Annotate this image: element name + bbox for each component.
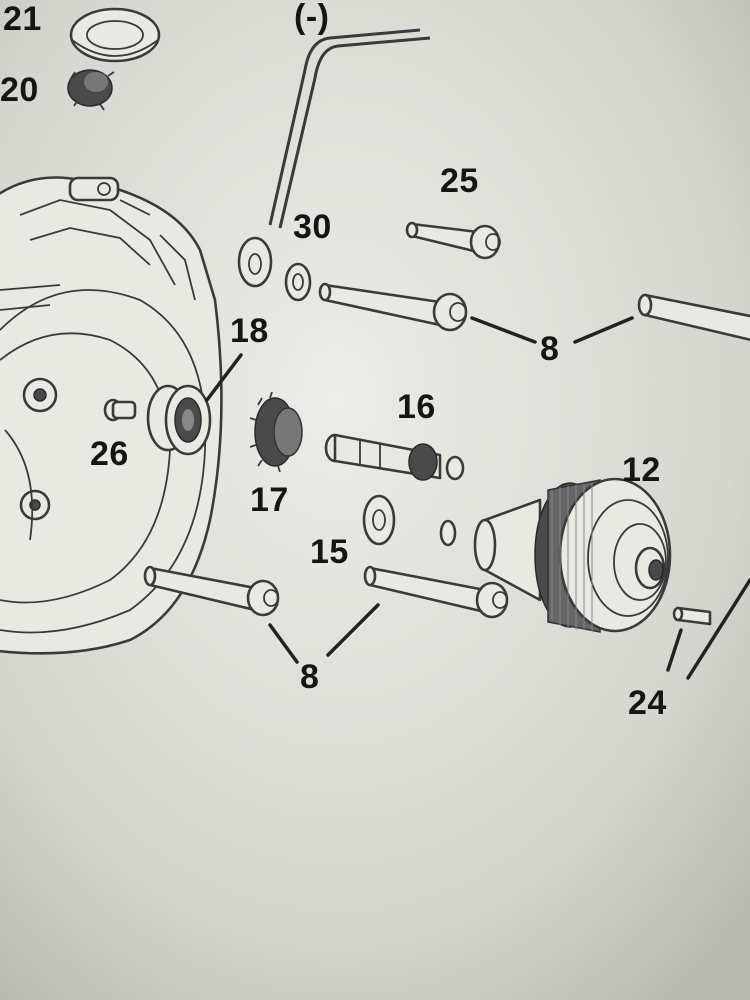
callout-15: 15: [310, 533, 349, 571]
callout-18: 18: [230, 312, 269, 350]
part-8-long-bolt-upper: [318, 282, 468, 332]
callout-12: 12: [622, 451, 661, 489]
callout-21: 21: [3, 0, 42, 38]
callout-25: 25: [440, 162, 479, 200]
callout-24: 24: [628, 684, 667, 722]
callout-26: 26: [90, 435, 129, 473]
callout-17: 17: [250, 481, 289, 519]
part-8-long-bolt-far: [637, 293, 750, 341]
part-15-washer: [362, 494, 396, 546]
small-spacer: [439, 519, 457, 547]
part-25-bolt: [405, 221, 501, 260]
part-16-pinion-shaft: [324, 433, 465, 481]
part-30-washer: [284, 262, 312, 302]
part-18-seal: [146, 384, 212, 456]
callout-8-lower: 8: [300, 658, 320, 696]
callout-20: 20: [0, 71, 39, 109]
part-8-long-bolt-center: [363, 565, 509, 619]
callout-30: 30: [293, 208, 332, 246]
leader-lines: [205, 316, 750, 680]
part-24-pin: [672, 606, 712, 626]
callout-negative-cable: (-): [294, 0, 330, 36]
negative-cable: [237, 28, 431, 288]
part-8-long-bolt-left: [143, 565, 280, 617]
part-20-bevel-gear: [67, 69, 115, 111]
part-26-bolt: [103, 398, 137, 422]
callout-8-upper: 8: [540, 330, 560, 368]
part-17-bevel-gear: [249, 391, 303, 473]
part-12-starter-motor: [473, 477, 672, 633]
part-21-bearing: [69, 7, 161, 63]
callout-16: 16: [397, 388, 436, 426]
